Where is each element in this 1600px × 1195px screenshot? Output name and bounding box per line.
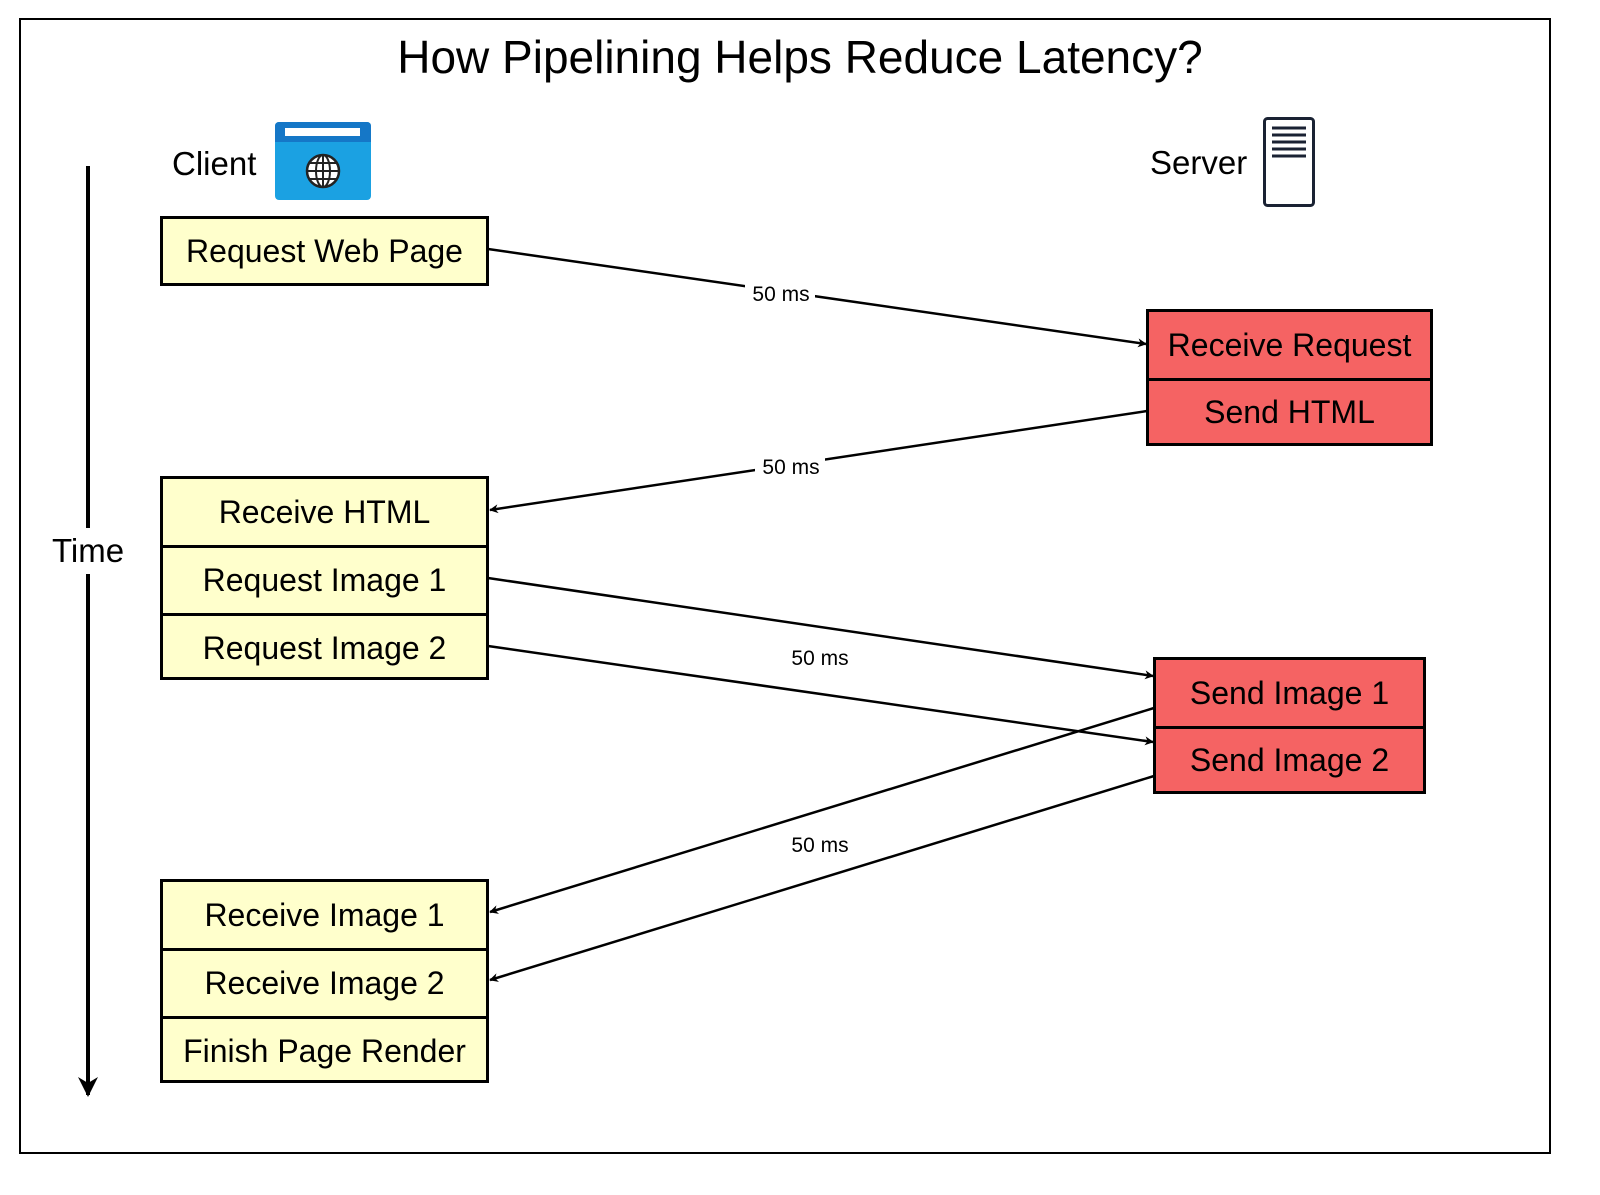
step-request-web-page: Request Web Page: [186, 232, 463, 269]
diagram-frame: [19, 18, 1551, 1154]
step-request-image-1: Request Image 1: [163, 545, 486, 613]
client-box-receive-images: Receive Image 1 Receive Image 2 Finish P…: [160, 879, 489, 1083]
latency-label: 50 ms: [752, 283, 809, 306]
server-label: Server: [1150, 144, 1248, 181]
step-receive-html: Receive HTML: [218, 493, 431, 530]
step-receive-image-1: Receive Image 1: [204, 896, 445, 933]
arrow-send-image-2: [489, 774, 1155, 982]
arrow-request-web-page: [487, 247, 1147, 348]
step-receive-request: Receive Request: [1167, 326, 1412, 363]
step-request-image-2: Request Image 2: [163, 613, 486, 680]
latency-label: 50 ms: [791, 647, 848, 670]
arrow-request-image-1: [487, 576, 1154, 680]
browser-globe-icon: [275, 122, 371, 200]
server-document-icon: [1263, 117, 1315, 207]
arrow-send-image-1: [489, 706, 1155, 914]
arrow-request-image-2: [487, 644, 1154, 746]
step-send-html: Send HTML: [1149, 378, 1430, 443]
client-box-request: Request Web Page: [160, 216, 489, 286]
server-box-html: Receive Request Send HTML: [1146, 309, 1433, 446]
step-receive-image-2: Receive Image 2: [163, 948, 486, 1016]
diagram-title: How Pipelining Helps Reduce Latency?: [397, 31, 1203, 83]
server-box-images: Send Image 1 Send Image 2: [1153, 657, 1426, 794]
client-box-html-and-requests: Receive HTML Request Image 1 Request Ima…: [160, 476, 489, 680]
time-axis-label: Time: [48, 528, 129, 574]
latency-label: 50 ms: [791, 834, 848, 857]
client-label: Client: [172, 145, 257, 182]
step-finish-page-render: Finish Page Render: [163, 1016, 486, 1083]
step-send-image-1: Send Image 1: [1189, 674, 1390, 711]
step-send-image-2: Send Image 2: [1156, 726, 1423, 791]
latency-label: 50 ms: [762, 456, 819, 479]
